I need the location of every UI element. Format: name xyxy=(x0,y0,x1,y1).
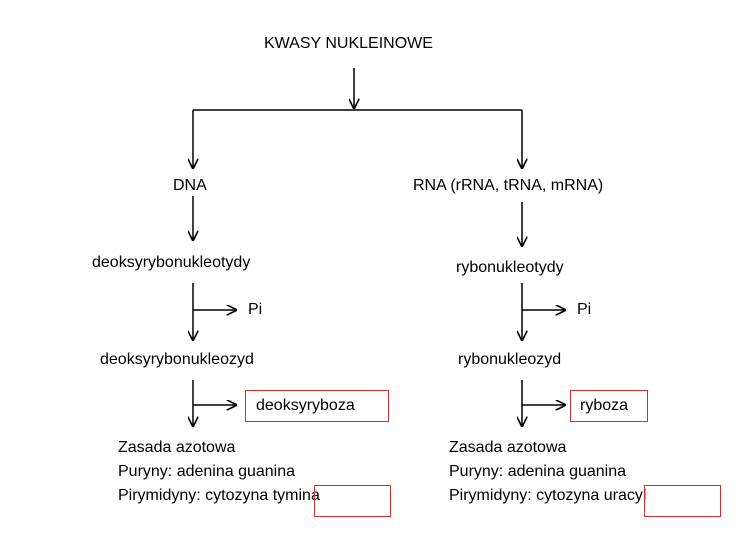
dna-pyrimidines-prefix: Pirymidyny: cytozyna xyxy=(118,487,273,504)
dna-pyrimidines: Pirymidyny: cytozyna tymina xyxy=(118,486,320,506)
rna-pyrimidines-prefix: Pirymidyny: cytozyna xyxy=(449,487,604,504)
dna-unique-base-highlight-box xyxy=(314,485,391,517)
rna-purines: Puryny: adenina guanina xyxy=(449,463,627,480)
rna-sugar: ryboza xyxy=(580,397,629,414)
rna-nucleoside: rybonukleozyd xyxy=(458,351,562,368)
rna-phosphate: Pi xyxy=(577,301,592,318)
rna-pyrimidine-unique: uracyl xyxy=(603,487,647,504)
dna-sugar: deoksyryboza xyxy=(256,397,355,414)
rna-sugar-highlight-box xyxy=(570,390,648,422)
dna-base-heading: Zasada azotowa xyxy=(118,439,236,456)
dna-label: DNA xyxy=(173,177,207,194)
dna-pyrimidine-unique: tymina xyxy=(272,487,320,504)
rna-nucleotides: rybonukleotydy xyxy=(456,259,564,276)
dna-nucleoside: deoksyrybonukleozyd xyxy=(100,351,254,368)
rna-unique-base-highlight-box xyxy=(644,485,721,517)
rna-label: RNA (rRNA, tRNA, mRNA) xyxy=(413,177,604,194)
dna-sugar-highlight-box xyxy=(245,390,389,422)
rna-base-heading: Zasada azotowa xyxy=(449,439,567,456)
dna-nucleotides: deoksyrybonukleotydy xyxy=(92,254,251,271)
dna-purines: Puryny: adenina guanina xyxy=(118,463,296,480)
rna-pyrimidines: Pirymidyny: cytozyna uracyl xyxy=(449,486,646,506)
diagram-title: KWASY NUKLEINOWE xyxy=(264,35,433,52)
dna-phosphate: Pi xyxy=(248,301,263,318)
